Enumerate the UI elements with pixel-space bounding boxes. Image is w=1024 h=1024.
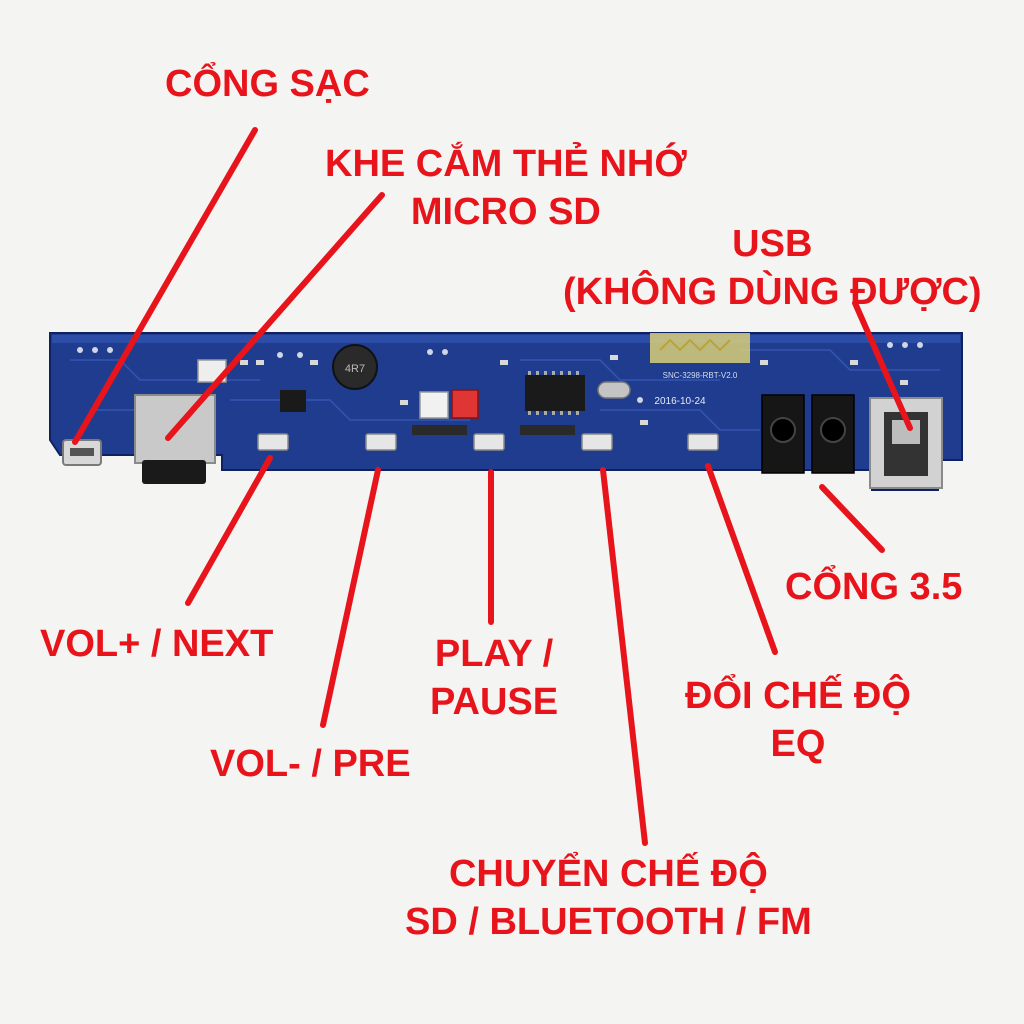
small-ic bbox=[280, 390, 306, 412]
main-chip bbox=[525, 375, 585, 411]
label-cong-35: CỔNG 3.5 bbox=[785, 563, 962, 611]
label-vol-next-text: VOL+ / NEXT bbox=[40, 623, 274, 665]
smd-components bbox=[240, 355, 908, 435]
tact-buttons bbox=[257, 433, 719, 451]
label-vol-pre-text: VOL- / PRE bbox=[210, 743, 411, 785]
white-jst-connector bbox=[419, 391, 449, 419]
pcb-edge-shade bbox=[52, 335, 960, 343]
leader-doi-che-do bbox=[705, 463, 778, 655]
leader-vol-next bbox=[185, 455, 273, 606]
date-silkscreen: 2016-10-24 bbox=[654, 396, 706, 407]
inductor-label: 4R7 bbox=[345, 363, 365, 375]
red-jst-connector bbox=[451, 389, 479, 419]
leader-cong-35 bbox=[819, 484, 885, 553]
label-play-pause: PLAY / PAUSE bbox=[430, 630, 558, 726]
label-chuyen-che-do-line1: CHUYỂN CHẾ ĐỘ bbox=[448, 853, 768, 895]
button-play-pause bbox=[473, 433, 505, 451]
label-vol-pre: VOL- / PRE bbox=[210, 740, 411, 788]
label-usb-line1: USB bbox=[732, 223, 813, 265]
leader-khe-cam bbox=[165, 192, 385, 441]
label-doi-che-do: ĐỔI CHẾ ĐỘ EQ bbox=[685, 672, 911, 768]
chip-silkscreen: SNC-3298-RBT-V2.0 bbox=[663, 371, 738, 380]
label-doi-che-do-line1: ĐỔI CHẾ ĐỘ bbox=[685, 675, 911, 717]
label-vol-next: VOL+ / NEXT bbox=[40, 620, 273, 668]
label-usb: USB (KHÔNG DÙNG ĐƯỢC) bbox=[563, 220, 982, 316]
leader-cong-sac bbox=[72, 127, 258, 445]
leader-usb bbox=[852, 300, 913, 431]
pcb-pads bbox=[77, 342, 923, 413]
button-mode bbox=[581, 433, 613, 451]
label-chuyen-che-do-line2: SD / BLUETOOTH / FM bbox=[405, 901, 812, 943]
button-vol-next bbox=[257, 433, 289, 451]
button-vol-pre bbox=[365, 433, 397, 451]
bluetooth-antenna bbox=[650, 333, 750, 363]
label-play-pause-line1: PLAY / bbox=[434, 633, 554, 675]
leader-vol-pre bbox=[320, 467, 381, 728]
label-cong-sac-text: CỔNG SẠC bbox=[165, 63, 370, 105]
label-khe-cam-line1: KHE CẮM THẺ NHỚ bbox=[325, 143, 687, 185]
crystal-oscillator bbox=[597, 381, 631, 399]
inductor bbox=[332, 344, 378, 390]
label-usb-line2: (KHÔNG DÙNG ĐƯỢC) bbox=[563, 271, 982, 313]
label-cong-35-text: CỔNG 3.5 bbox=[785, 566, 963, 608]
leader-chuyen-che-do bbox=[600, 467, 648, 846]
label-khe-cam: KHE CẮM THẺ NHỚ MICRO SD bbox=[325, 140, 687, 236]
label-khe-cam-line2: MICRO SD bbox=[410, 191, 601, 233]
label-play-pause-line2: PAUSE bbox=[430, 681, 559, 723]
button-eq bbox=[687, 433, 719, 451]
label-chuyen-che-do: CHUYỂN CHẾ ĐỘ SD / BLUETOOTH / FM bbox=[405, 850, 812, 946]
label-doi-che-do-line2: EQ bbox=[770, 723, 826, 765]
label-cong-sac: CỔNG SẠC bbox=[165, 60, 370, 108]
